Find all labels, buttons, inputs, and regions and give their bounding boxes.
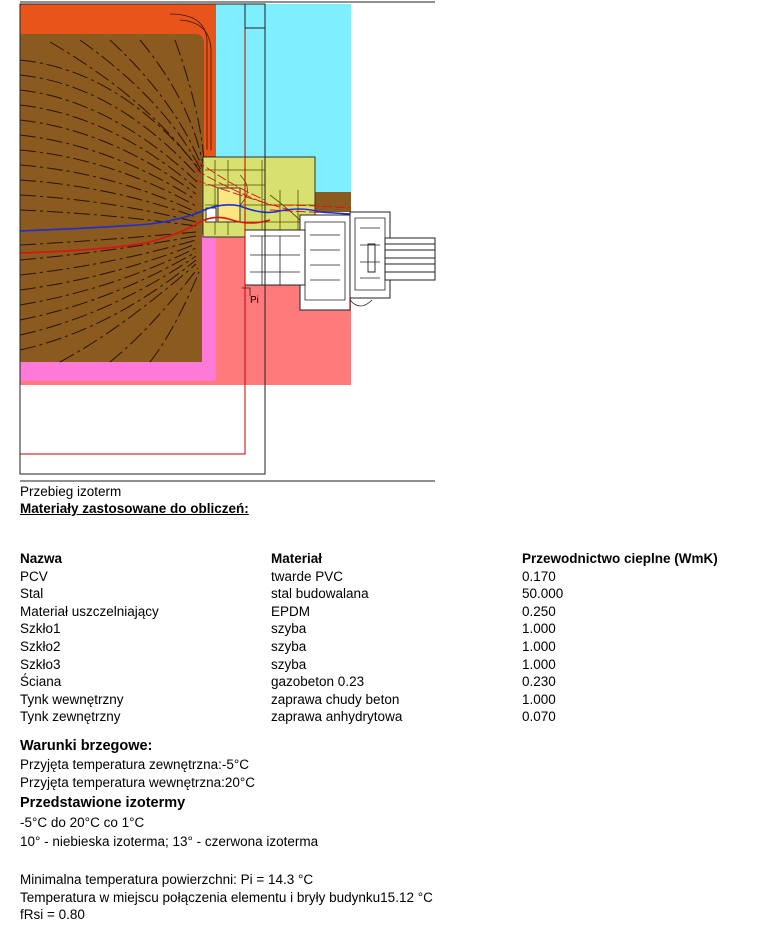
table-cell-conductivity: 1.000 [522,621,556,637]
table-cell-name: Stal [20,586,44,602]
red-isotherm [19,216,271,254]
table-cell-material: gazobeton 0.23 [271,674,365,690]
table-cell-name: Szkło2 [20,638,61,654]
table-cell-material: zaprawa anhydrytowa [271,709,403,725]
isotherm-lines [19,39,205,363]
table-cell-name: Materiał uszczelniający [20,603,159,619]
isotherm-diagram: Pi [19,1,436,482]
table-cell-conductivity: 0.170 [522,568,556,584]
table-cell-material: zaprawa chudy beton [271,691,400,707]
isotherm-range: -5°C do 20°C co 1°C [20,815,145,830]
table-cell-material: twarde PVC [271,568,344,584]
header-name: Nazwa [20,551,63,566]
header-material: Materiał [271,551,323,566]
materials-heading: Materiały zastosowane do obliczeń: [20,501,249,516]
frsi-value: fRsi = 0.80 [20,907,85,922]
min-surface-temperature: Minimalna temperatura powierzchni: Pi = … [20,872,314,887]
interior-air-region-lower [20,380,351,385]
glazing-lines [367,243,435,273]
pvc-profile-details [250,217,386,307]
boundary-line-exterior: Przyjęta temperatura zewnętrzna:-5°C [20,757,249,772]
junction-temperature: Temperatura w miejscu połączenia element… [20,890,433,905]
table-cell-material: EPDM [271,603,311,619]
table-cell-conductivity: 50.000 [522,586,564,602]
table-cell-name: Ściana [20,674,62,690]
table-cell-conductivity: 0.070 [522,709,556,725]
boundary-heading: Warunki brzegowe: [20,738,153,754]
header-conductivity: Przewodnictwo cieplne (WmK) [522,551,718,566]
wall-region [20,34,216,362]
table-cell-name: Tynk zewnętrzny [20,709,121,725]
boundary-outlines [19,3,266,475]
table-cell-conductivity: 0.230 [522,674,556,690]
plaster-isotherms [169,13,212,150]
diagram-caption: Przebieg izoterm [20,484,122,499]
table-cell-material: stal budowalana [271,586,369,602]
glazing-unit [384,237,436,281]
table-cell-material: szyba [271,656,307,672]
table-cell-conductivity: 1.000 [522,691,556,707]
seal-block [205,207,217,223]
isotherm-legend: 10° - niebieska izoterma; 13° - czerwona… [20,834,319,849]
table-cell-name: Tynk wewnętrzny [20,691,124,707]
blue-isotherm [19,204,351,232]
table-cell-conductivity: 1.000 [522,638,556,654]
table-cell-name: PCV [20,568,48,584]
boundary-line-interior: Przyjęta temperatura wewnętrzna:20°C [20,775,256,790]
table-cell-conductivity: 1.000 [522,656,556,672]
table-cell-material: szyba [271,638,307,654]
table-cell-name: Szkło1 [20,621,61,637]
red-isotherm-fan [195,159,351,215]
pi-label: Pi [250,295,259,306]
table-cell-material: szyba [271,621,307,637]
isotherm-heading: Przedstawione izotermy [20,795,186,811]
pvc-profile [244,211,391,311]
table-cell-name: Szkło3 [20,656,61,672]
table-cell-conductivity: 0.250 [522,603,556,619]
